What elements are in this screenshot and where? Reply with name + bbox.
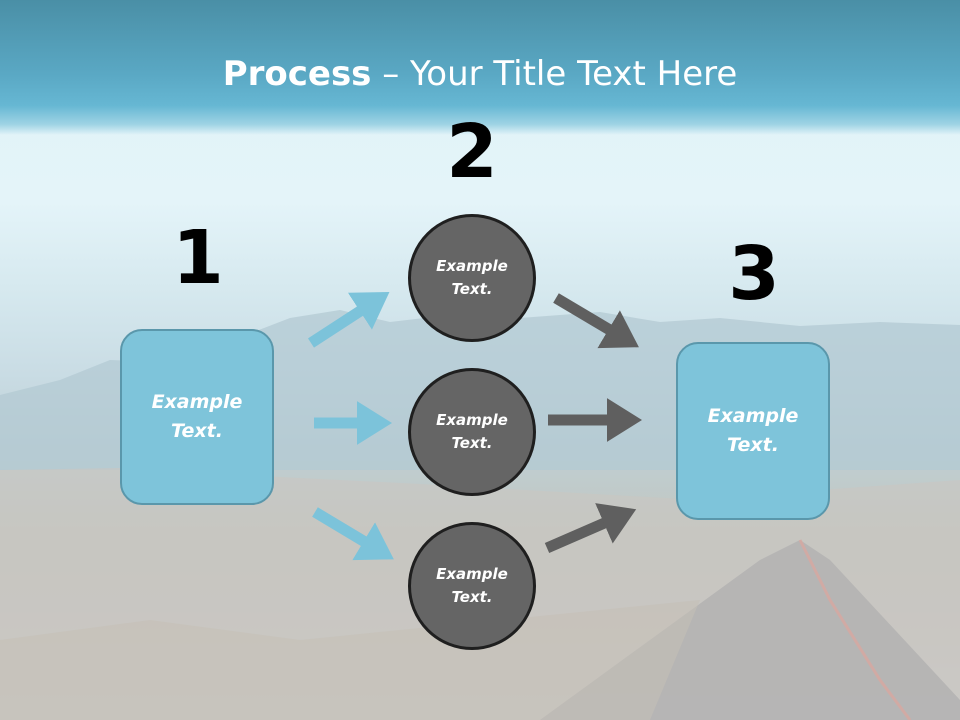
circle-top: Example Text. xyxy=(408,214,536,342)
arrow-right-down-icon xyxy=(553,293,639,349)
header-bar: Process – Your Title Text Here xyxy=(0,0,960,135)
title-bold: Process xyxy=(222,54,372,94)
step3-box: Example Text. xyxy=(676,342,830,520)
circle-top-label: Example Text. xyxy=(436,257,508,298)
step3-label: Example Text. xyxy=(707,405,799,456)
title-rest: – Your Title Text Here xyxy=(371,54,738,94)
step1-box: Example Text. xyxy=(120,329,274,505)
circle-bottom-label: Example Text. xyxy=(436,565,508,606)
step1-label: Example Text. xyxy=(151,391,243,442)
circle-middle: Example Text. xyxy=(408,368,536,496)
circle-middle-label: Example Text. xyxy=(436,411,508,452)
circle-bottom: Example Text. xyxy=(408,522,536,650)
step-number-2: 2 xyxy=(446,109,498,195)
arrow-right-up-icon xyxy=(544,503,637,554)
slide-title: Process – Your Title Text Here xyxy=(0,52,960,96)
arrow-right-down-icon xyxy=(312,507,394,561)
arrow-right-up-icon xyxy=(308,292,390,348)
step-number-1: 1 xyxy=(172,215,224,301)
step-number-3: 3 xyxy=(728,231,780,317)
